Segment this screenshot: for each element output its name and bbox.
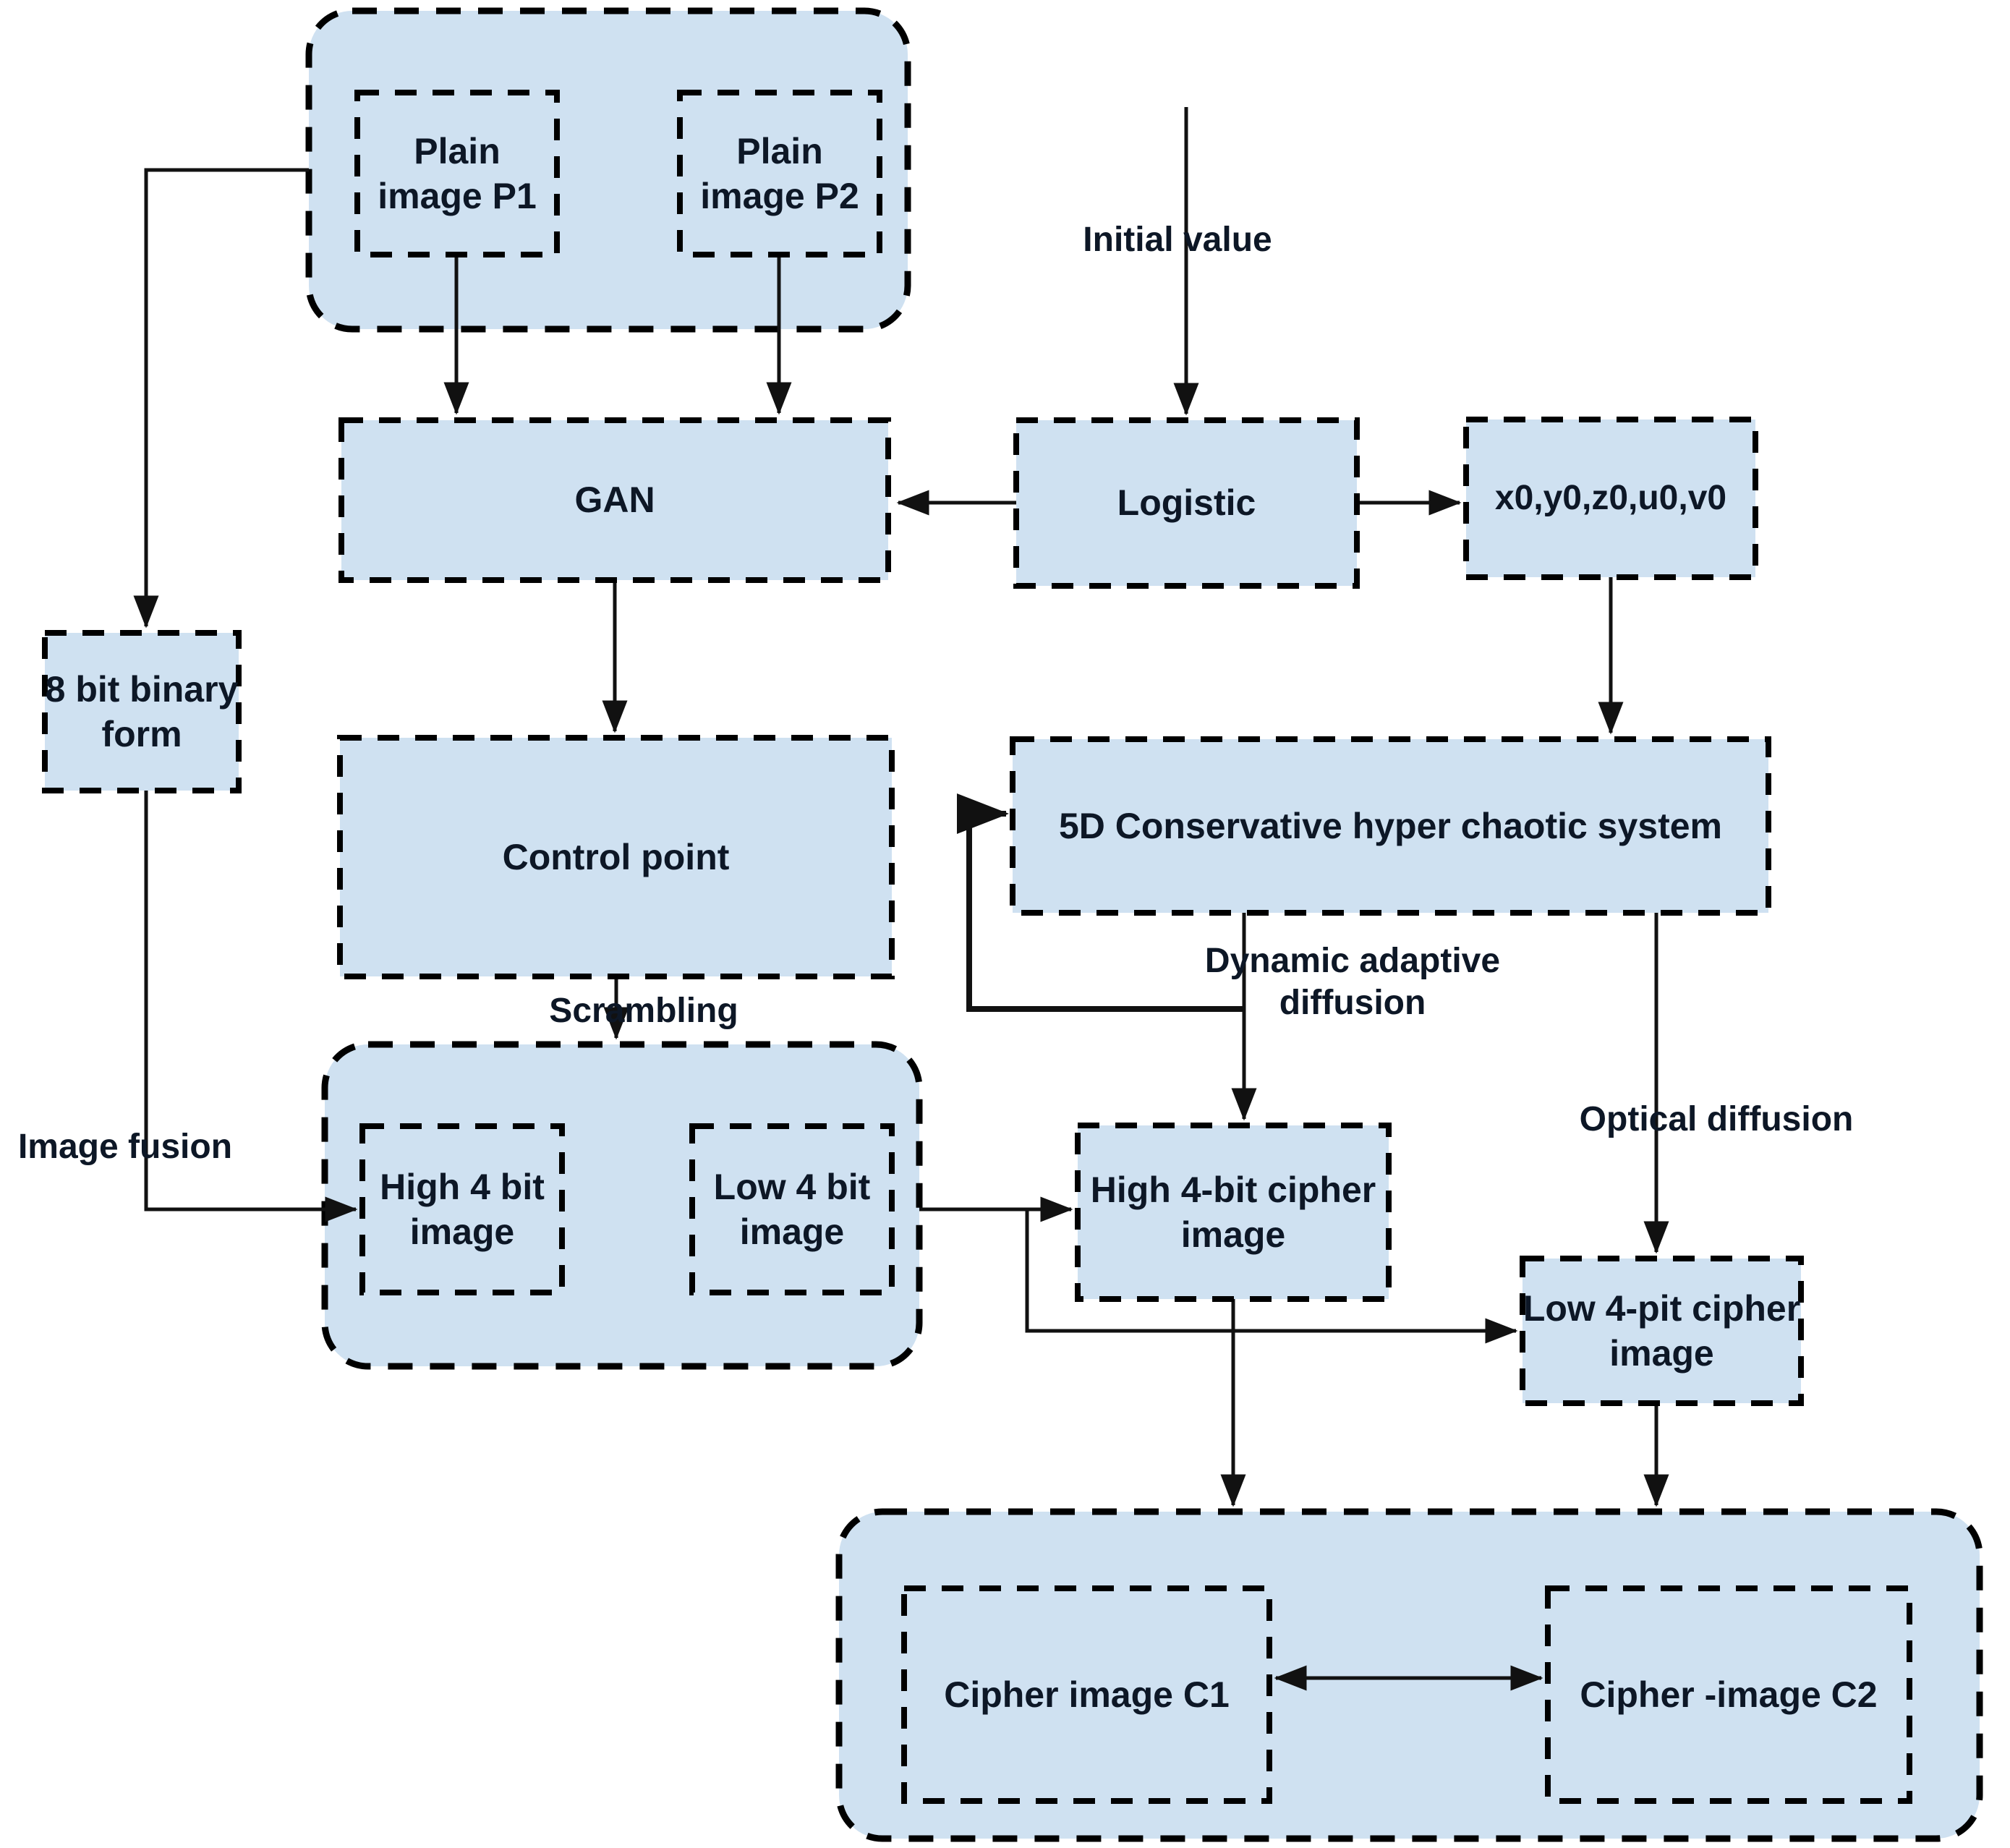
node-plain-image-p2-label: Plain image P2 <box>700 130 859 217</box>
node-gan-label: GAN <box>574 480 655 521</box>
node-8bit-binary-label: 8 bit binary form <box>45 668 239 755</box>
node-initial-params-box <box>1463 417 1758 580</box>
node-high-cipher-label: High 4-bit cipher image <box>1090 1169 1376 1256</box>
node-plain-image-p1-label: Plain image P1 <box>378 130 537 217</box>
node-low-4bit-image-label: Low 4 bit image <box>713 1166 871 1253</box>
node-cipher-c2-label: Cipher -image C2 <box>1580 1674 1878 1715</box>
node-plain-image-p2-box <box>677 90 882 257</box>
node-cipher-c1-label: Cipher image C1 <box>944 1674 1230 1715</box>
node-cipher-c2-box <box>1545 1585 1912 1804</box>
node-low-cipher-label: Low 4-pit cipher image <box>1523 1287 1801 1374</box>
node-gan-box <box>338 417 891 583</box>
node-initial-params-label: x0,y0,z0,u0,v0 <box>1494 479 1727 517</box>
edge-label-image-fusion: Image fusion <box>17 1128 233 1167</box>
node-chaotic-system-box <box>1010 736 1771 916</box>
edge-label-optical-diffusion: Optical diffusion <box>1579 1100 1854 1139</box>
node-high-cipher-box <box>1075 1123 1392 1302</box>
node-high-4bit-image-label: High 4 bit image <box>380 1166 545 1253</box>
node-low-4bit-image-box <box>689 1123 895 1295</box>
node-chaotic-system-label: 5D Conservative hyper chaotic system <box>1058 805 1723 846</box>
node-logistic-label: Logistic <box>1117 482 1256 524</box>
node-high-4bit-image-box <box>359 1123 565 1295</box>
edge-split-group-to-low-cipher <box>1025 1209 1518 1344</box>
node-plain-image-p1-box <box>354 90 560 257</box>
edge-label-dynamic-adaptive-diffusion: Dynamic adaptive diffusion <box>1204 942 1501 1022</box>
node-8bit-binary-box <box>42 630 242 793</box>
node-control-point-label: Control point <box>502 836 730 877</box>
edge-feedback-to-chaotic <box>957 793 1244 1012</box>
edge-plain-group-to-8bit <box>133 168 309 629</box>
edge-label-scrambling: Scrambling <box>549 992 738 1031</box>
node-logistic-box <box>1013 417 1360 589</box>
node-cipher-c1-box <box>901 1585 1272 1804</box>
node-low-cipher-box <box>1520 1256 1804 1406</box>
edge-label-initial-value: Initial value <box>1083 221 1272 260</box>
node-control-point-box <box>337 735 895 979</box>
edge-8bit-image-fusion-to-high4 <box>144 791 358 1222</box>
